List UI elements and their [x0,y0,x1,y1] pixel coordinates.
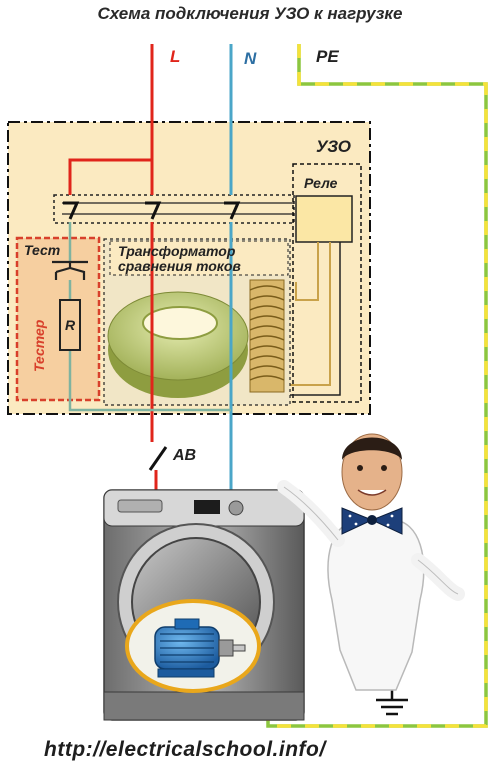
mascot-figure-image [277,433,465,691]
kickplate [103,691,305,721]
detergent-drawer [117,499,163,513]
label-relay: Реле [304,175,338,191]
diagram-title: Схема подключения УЗО к нагрузке [97,4,403,23]
transformer-label-box [109,240,289,276]
relay-coil-wire [272,242,331,386]
label-transformer-2: сравнения токов [118,258,241,274]
switch-contact-N [224,201,241,220]
phase-wire-L [68,44,158,550]
tester-wire [68,222,231,412]
switch-contact-tester [63,201,80,220]
label-test: Тест [24,242,60,258]
label-N: N [244,49,257,68]
label-breaker: АВ [172,447,196,464]
sense-coil [249,279,285,393]
display-panel [194,500,220,514]
switch-contact-L [145,201,162,220]
label-uzo: УЗО [316,137,351,156]
coil-turns [249,285,285,381]
bow-tie [341,507,403,535]
relay-wire [295,242,319,301]
push-button-icon[interactable] [52,260,88,280]
electric-motor-icon [125,599,261,693]
resistor-R [59,299,81,351]
relay-coil-box [295,195,353,243]
label-L: L [170,47,180,66]
label-PE: PE [316,47,339,66]
breaker-AB-contact [148,446,168,471]
program-knob [228,500,244,516]
label-tester: Тестер [31,319,47,372]
relay-box-outline [292,163,362,403]
toroid-hole [142,306,218,340]
contact-switches [63,201,241,220]
tester-region [15,236,101,402]
source-url: http://electricalschool.info/ [44,738,326,761]
label-resistor: R [65,317,76,333]
label-transformer-1: Трансформатор [118,243,236,259]
contact-bar [53,194,295,224]
